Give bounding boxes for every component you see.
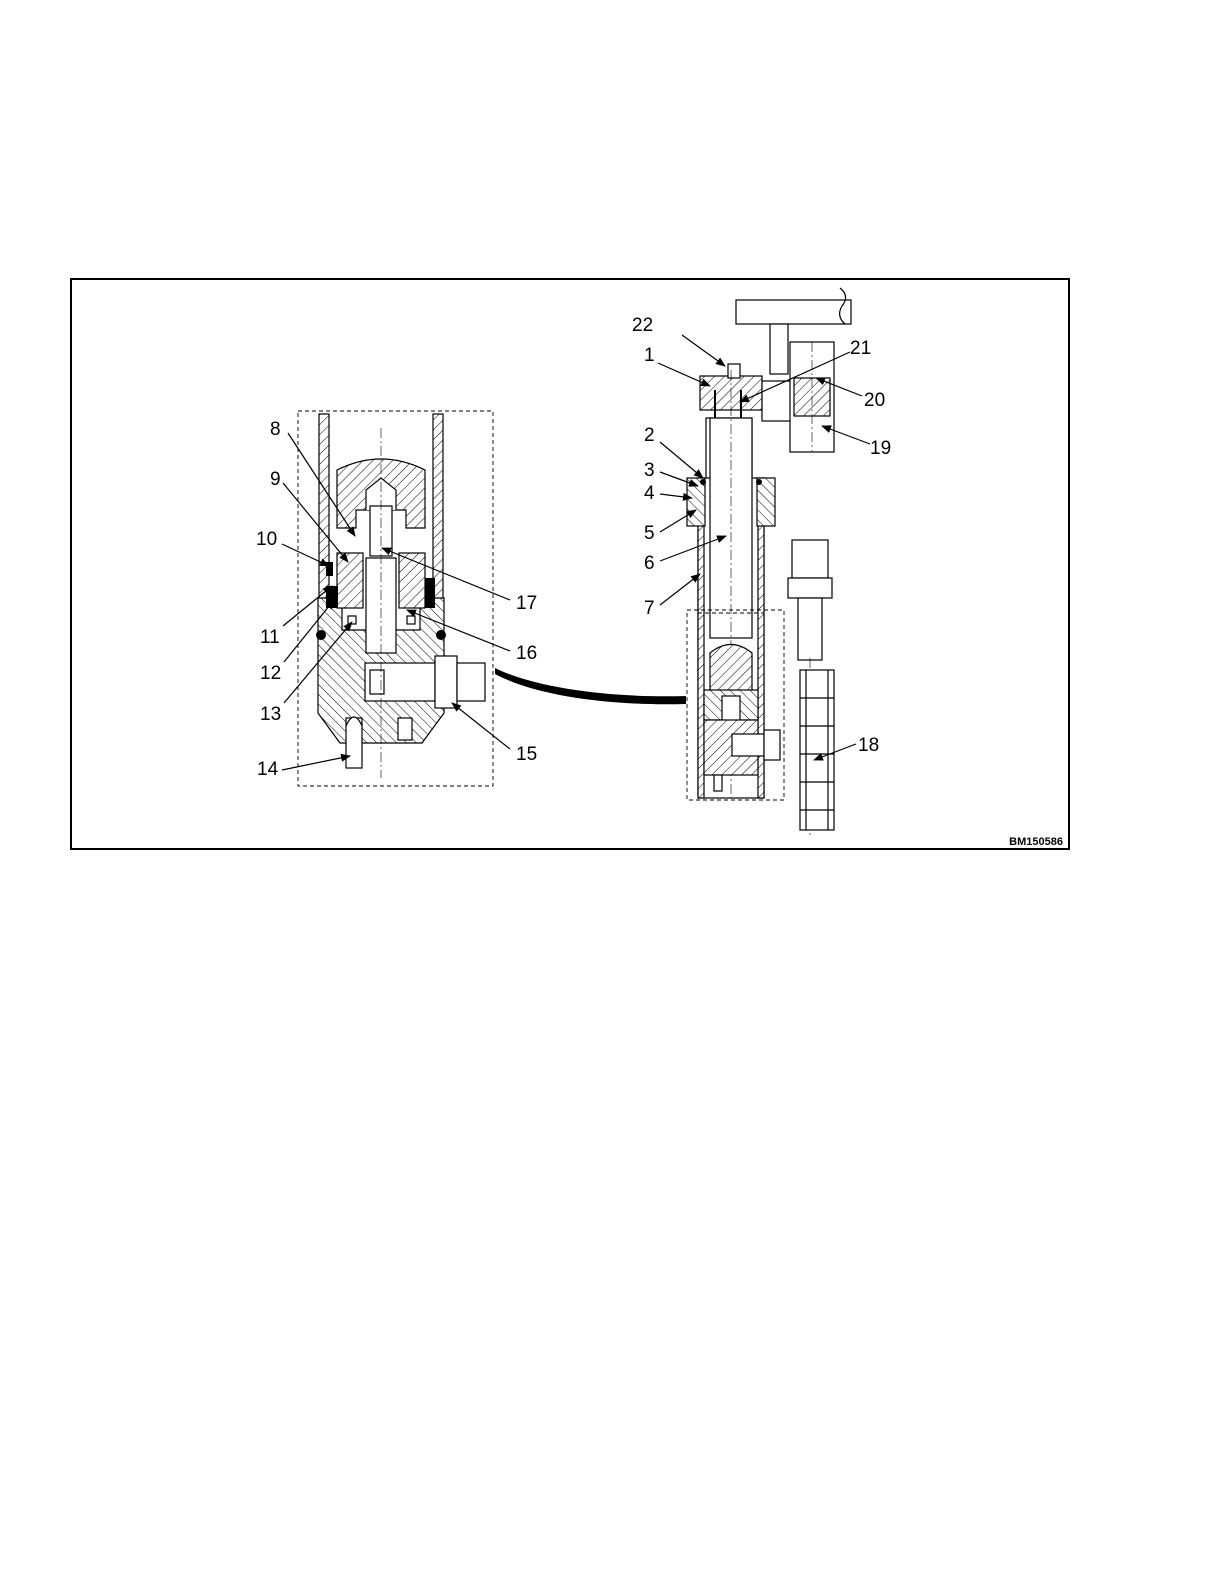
callout-1: 1	[644, 345, 655, 366]
callout-20: 20	[864, 390, 885, 411]
callout-22: 22	[632, 315, 653, 336]
callout-15: 15	[516, 744, 537, 765]
callout-10: 10	[256, 529, 277, 550]
figure-id: BM150586	[1009, 836, 1063, 848]
cylinder-diagram: 8 9 10 11 12 13 14 15 16 17 22 1 21 20 1…	[70, 278, 1070, 850]
figure-frame: 8 9 10 11 12 13 14 15 16 17 22 1 21 20 1…	[70, 278, 1070, 850]
callout-2: 2	[644, 425, 655, 446]
callout-9: 9	[270, 469, 281, 490]
callout-7: 7	[644, 598, 655, 619]
callout-11: 11	[260, 627, 280, 648]
figure-border	[71, 279, 1069, 849]
callout-14: 14	[257, 759, 279, 780]
callout-5: 5	[644, 523, 655, 544]
callout-12: 12	[260, 663, 281, 684]
callout-3: 3	[644, 460, 655, 481]
callout-8: 8	[270, 419, 281, 440]
callout-21: 21	[850, 338, 871, 359]
callout-16: 16	[516, 643, 537, 664]
callout-19: 19	[870, 438, 891, 459]
callout-18: 18	[858, 735, 879, 756]
callout-13: 13	[260, 704, 281, 725]
callout-6: 6	[644, 553, 655, 574]
callout-4: 4	[644, 483, 655, 504]
callout-17: 17	[516, 593, 537, 614]
